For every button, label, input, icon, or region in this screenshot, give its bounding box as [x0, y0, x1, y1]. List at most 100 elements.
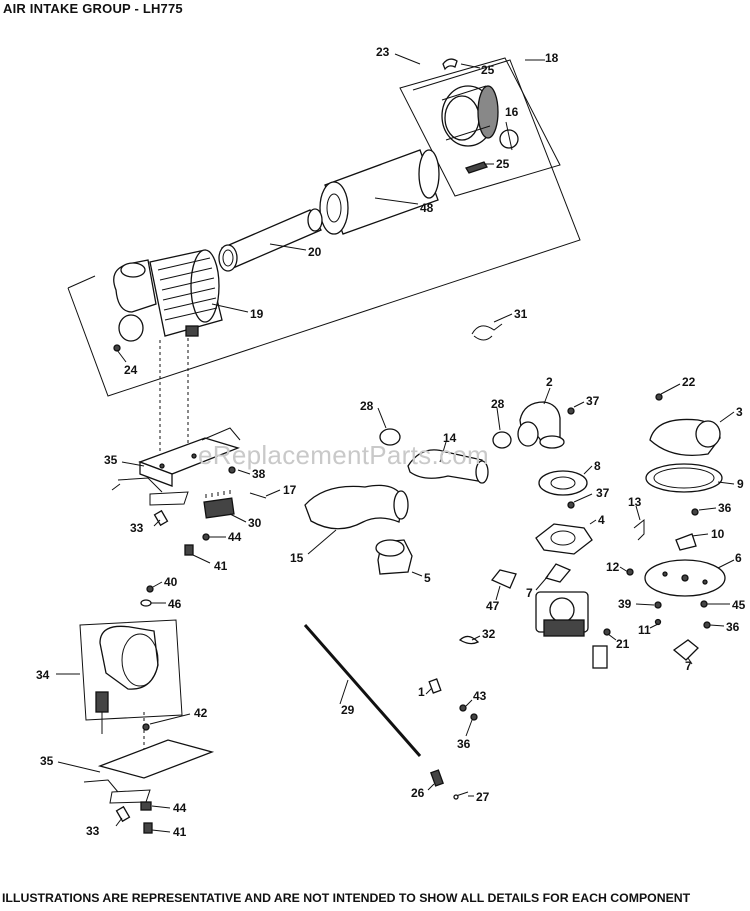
housing-band-34	[99, 625, 159, 690]
callout-31: 31	[514, 307, 528, 321]
screw-11	[654, 618, 662, 626]
bolt-33-lower	[115, 805, 131, 823]
mounting-bracket-upper	[111, 427, 241, 506]
callout-41-top: 41	[214, 559, 228, 573]
callout-24: 24	[124, 363, 138, 377]
clip-44-upper	[202, 533, 210, 541]
callout-36-upper: 36	[718, 501, 732, 515]
callout-5: 5	[424, 571, 431, 585]
screw-40	[146, 585, 154, 593]
clip-lower	[465, 161, 488, 174]
clip-44-lower	[140, 801, 152, 811]
callout-19: 19	[250, 307, 264, 321]
screw-36-top	[691, 508, 699, 516]
elbow-2	[517, 401, 565, 449]
adapter-4	[535, 523, 593, 555]
callout-11: 11	[638, 623, 651, 637]
nut-42	[142, 723, 150, 731]
washer-46	[140, 599, 152, 607]
callout-4: 4	[598, 513, 605, 527]
valve-16	[499, 129, 519, 149]
screw-45	[700, 600, 708, 608]
callout-35-top: 35	[104, 453, 118, 467]
callout-48: 48	[420, 201, 434, 215]
callout-47: 47	[486, 599, 500, 613]
drain-valve-24	[113, 344, 121, 352]
rod-29	[303, 624, 422, 757]
callout-8: 8	[594, 459, 601, 473]
callout-36-bottom: 36	[457, 737, 471, 751]
screw-36-right	[703, 621, 711, 629]
callout-14: 14	[443, 431, 457, 445]
disclaimer-footer: ILLUSTRATIONS ARE REPRESENTATIVE AND ARE…	[2, 891, 691, 905]
pin-27	[453, 791, 469, 800]
callout-26: 26	[411, 786, 425, 800]
callout-37-mid: 37	[596, 486, 610, 500]
callout-23: 23	[376, 45, 390, 59]
callout-25-bottom: 25	[496, 157, 510, 171]
mounting-bracket-lower	[83, 739, 215, 804]
diagram-title: AIR INTAKE GROUP - LH775	[3, 1, 183, 16]
elbow-5	[375, 539, 413, 575]
carburetor	[535, 591, 589, 637]
callout-27: 27	[476, 790, 490, 804]
module-30	[203, 490, 235, 519]
clip-upper	[442, 58, 458, 71]
callout-6: 6	[735, 551, 742, 565]
gasket-7-left	[544, 563, 572, 583]
callout-28-right: 28	[491, 397, 505, 411]
callout-13: 13	[628, 495, 642, 509]
callout-17: 17	[283, 483, 297, 497]
screw-43	[459, 704, 467, 712]
filter-element	[319, 149, 440, 235]
callout-1: 1	[418, 685, 425, 699]
callout-42: 42	[194, 706, 208, 720]
callout-41-bottom: 41	[173, 825, 187, 839]
callout-34: 34	[36, 668, 50, 682]
callout-22: 22	[682, 375, 696, 389]
hose-14	[407, 449, 489, 484]
callout-18: 18	[545, 51, 559, 65]
callout-16: 16	[505, 105, 519, 119]
leader-lines	[57, 63, 735, 833]
elbow-3	[649, 418, 721, 457]
clamp-28-left	[379, 428, 401, 446]
gasket-7-right	[672, 639, 699, 661]
callout-35-bottom: 35	[40, 754, 54, 768]
clamp-31	[471, 323, 503, 341]
inner-element	[218, 208, 323, 272]
stud-assembly-34	[95, 691, 109, 734]
callout-43: 43	[473, 689, 487, 703]
screw-22	[655, 393, 663, 401]
callout-30: 30	[248, 516, 262, 530]
callout-29: 29	[341, 703, 355, 717]
fitting-21	[592, 628, 611, 669]
callout-15: 15	[290, 551, 304, 565]
callout-numbers: 23 18 25 16 25 48 20 19 24 31 2 22 37 3 …	[36, 45, 746, 839]
screw-37-mid	[567, 501, 575, 509]
hose-15	[304, 484, 409, 530]
gasket-9	[645, 463, 723, 493]
callout-10: 10	[711, 527, 725, 541]
callout-46: 46	[168, 597, 182, 611]
part-10	[675, 533, 697, 551]
callout-21: 21	[616, 637, 630, 651]
screw-41-upper	[184, 544, 194, 556]
clamp-28-right	[492, 431, 512, 449]
callout-20: 20	[308, 245, 322, 259]
callout-12: 12	[606, 560, 620, 574]
screw-36-bottom	[470, 713, 478, 721]
callout-37-top: 37	[586, 394, 600, 408]
tie-17	[249, 492, 267, 499]
air-cleaner-cover	[441, 85, 499, 147]
screw-41-lower	[143, 822, 153, 834]
clip-32	[458, 635, 480, 645]
nut-38	[228, 466, 236, 474]
callout-39: 39	[618, 597, 632, 611]
callout-9: 9	[737, 477, 744, 491]
callout-45: 45	[732, 598, 746, 612]
part-26	[430, 769, 444, 787]
gasket-8	[538, 470, 588, 496]
nut-39	[654, 601, 662, 609]
